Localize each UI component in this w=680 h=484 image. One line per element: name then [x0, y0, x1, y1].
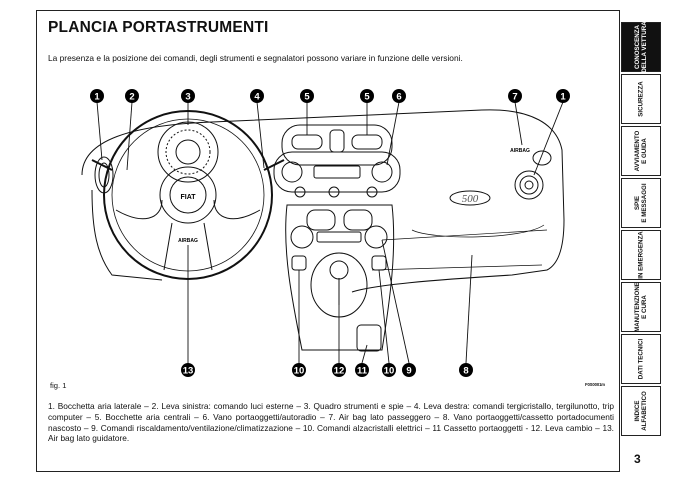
tab-manutenzione-e-cura[interactable]: MANUTENZIONE E CURA — [621, 282, 661, 332]
steering-airbag-text: AIRBAG — [178, 238, 198, 244]
steering-spoke-right — [213, 199, 261, 220]
page-number: 3 — [634, 452, 641, 466]
callout-5-right: 5 — [360, 89, 374, 103]
svg-text:5: 5 — [364, 92, 370, 103]
svg-text:4: 4 — [254, 92, 260, 103]
callout-11: 11 — [355, 363, 369, 377]
climate-knob-right — [364, 225, 388, 249]
model-badge-text: 500 — [462, 193, 479, 205]
radio-knob-right — [371, 161, 393, 183]
figure-caption: 1. Bocchetta aria laterale – 2. Leva sin… — [48, 401, 614, 444]
dash-airbag-text: AIRBAG — [510, 148, 530, 154]
steering-hub — [159, 166, 217, 224]
steering-stalks — [91, 159, 285, 171]
radio-knob-left — [281, 161, 303, 183]
svg-text:1: 1 — [94, 92, 100, 103]
callout-12: 12 — [332, 363, 346, 377]
steering-spoke-bottom — [163, 222, 213, 271]
fiat-logo-text: FIAT — [180, 194, 196, 201]
svg-text:1: 1 — [560, 92, 566, 103]
tab-indice-alfabetico[interactable]: INDICE ALFABETICO — [621, 386, 661, 436]
section-tabs: CONOSCENZA DELLA VETTURA SICUREZZA AVVIA… — [621, 21, 661, 438]
svg-text:8: 8 — [463, 366, 468, 377]
svg-text:11: 11 — [357, 366, 368, 377]
central-vent-panel — [281, 124, 393, 166]
tab-avviamento-e-guida[interactable]: AVVIAMENTO E GUIDA — [621, 126, 661, 176]
figure-code: F0S0001m — [585, 382, 605, 387]
svg-text:7: 7 — [512, 92, 517, 103]
radio-unit — [273, 151, 401, 193]
callout-badges: 1 2 3 4 5 5 6 7 1 13 10 12 11 10 9 8 — [90, 89, 570, 377]
svg-text:12: 12 — [334, 366, 345, 377]
hazard-button — [329, 129, 345, 153]
svg-text:9: 9 — [406, 366, 411, 377]
callout-10-right: 10 — [382, 363, 396, 377]
center-console — [285, 204, 395, 351]
callout-7: 7 — [508, 89, 522, 103]
dashboard-illustration: FIAT AIRBAG AIRBAG 500 1 2 3 — [81, 89, 570, 377]
callout-6: 6 — [392, 89, 406, 103]
callout-10-left: 10 — [292, 363, 306, 377]
dashboard-lower-left — [91, 189, 163, 281]
radio-display — [313, 165, 361, 179]
svg-text:6: 6 — [396, 92, 401, 103]
callout-9: 9 — [402, 363, 416, 377]
svg-text:5: 5 — [304, 92, 310, 103]
figure-label: fig. 1 — [50, 381, 67, 390]
right-side-vent — [514, 170, 544, 200]
glovebox-line — [411, 224, 545, 238]
window-switch-right — [371, 255, 387, 271]
svg-text:2: 2 — [129, 92, 134, 103]
right-upper-vent — [532, 150, 552, 166]
callout-13: 13 — [181, 363, 195, 377]
callout-4: 4 — [250, 89, 264, 103]
steering-spoke-left — [115, 199, 163, 220]
svg-text:10: 10 — [294, 366, 305, 377]
instrument-cluster — [157, 121, 219, 183]
page-title: PLANCIA PORTASTRUMENTI — [48, 19, 269, 36]
page-frame — [36, 10, 620, 472]
svg-text:3: 3 — [185, 92, 190, 103]
gear-knob — [329, 260, 349, 280]
console-vent-right — [343, 209, 373, 231]
tab-conoscenza-della-vettura[interactable]: CONOSCENZA DELLA VETTURA — [621, 21, 661, 73]
tab-dati-tecnici[interactable]: DATI TECNICI — [621, 334, 661, 384]
callout-3: 3 — [181, 89, 195, 103]
model-badge-outline — [449, 190, 491, 206]
page-subtitle: La presenza e la posizione dei comandi, … — [48, 53, 463, 63]
tab-sicurezza[interactable]: SICUREZZA — [621, 74, 661, 124]
callout-1-top-right: 1 — [556, 89, 570, 103]
console-vent-left — [306, 209, 336, 231]
callout-5-left: 5 — [300, 89, 314, 103]
fiat-logo-ring — [169, 176, 207, 214]
tab-in-emergenza[interactable]: IN EMERGENZA — [621, 230, 661, 280]
svg-text:10: 10 — [384, 366, 395, 377]
console-storage — [356, 324, 382, 352]
svg-text:13: 13 — [183, 366, 194, 377]
callout-1-top-left: 1 — [90, 89, 104, 103]
leader-lines — [96, 101, 564, 364]
callout-2: 2 — [125, 89, 139, 103]
callout-8: 8 — [459, 363, 473, 377]
climate-knob-left — [290, 225, 314, 249]
tab-spie-e-messaggi[interactable]: SPIE E MESSAGGI — [621, 178, 661, 228]
window-switch-left — [291, 255, 307, 271]
dashboard-outline — [81, 109, 565, 293]
